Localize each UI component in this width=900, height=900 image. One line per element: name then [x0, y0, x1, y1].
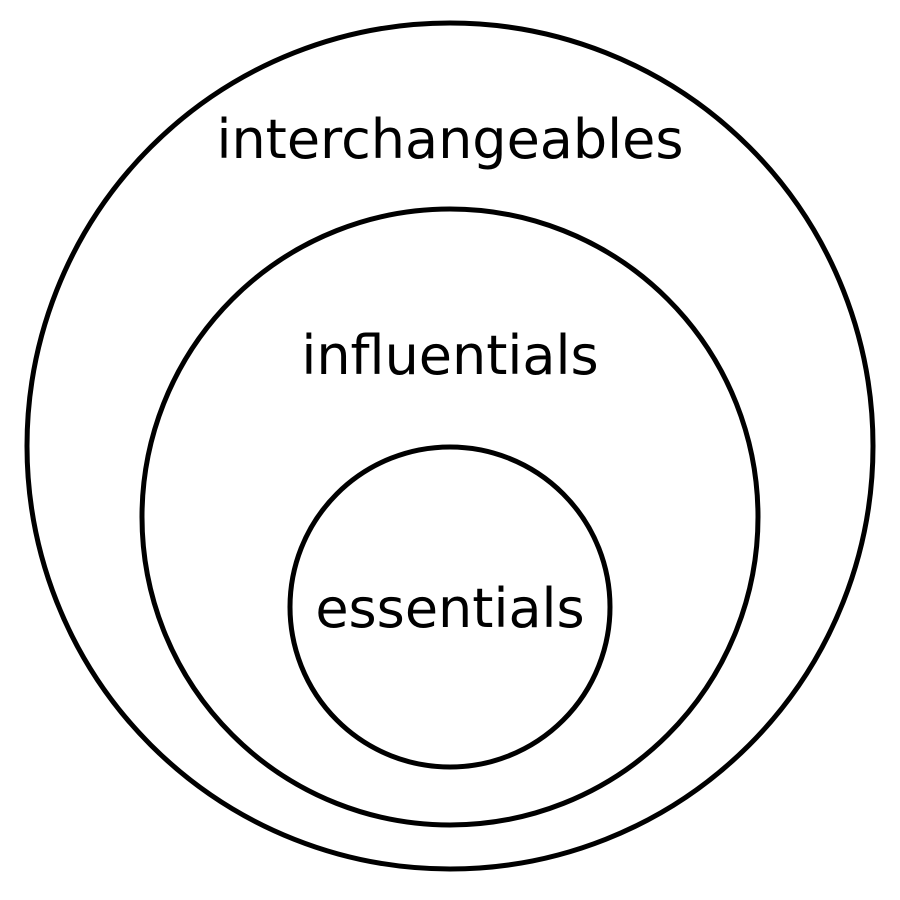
outer-ring-group: interchangeables: [24, 20, 876, 872]
middle-circle-label: influentials: [301, 324, 598, 387]
outer-circle: [24, 20, 876, 872]
inner-circle: [287, 444, 613, 770]
middle-ring-group: influentials: [139, 206, 761, 828]
inner-ring-group: essentials: [287, 444, 613, 770]
outer-circle-label: interchangeables: [216, 108, 683, 171]
inner-circle-label: essentials: [315, 577, 584, 640]
middle-circle: [139, 206, 761, 828]
